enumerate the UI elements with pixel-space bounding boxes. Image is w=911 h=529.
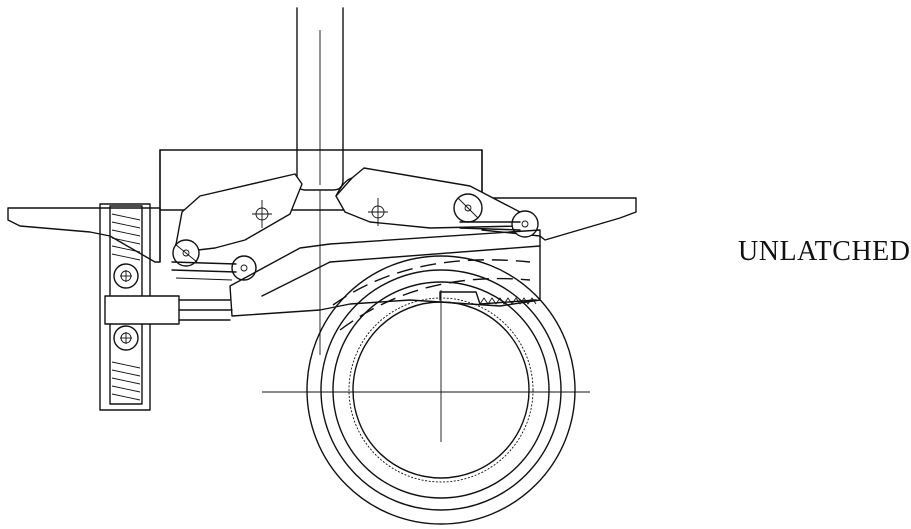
right-latch-lever xyxy=(335,167,521,229)
state-label: UNLATCHED xyxy=(738,236,911,267)
left-rollers xyxy=(171,239,257,281)
vertical-shaft xyxy=(296,7,344,191)
centre-lines xyxy=(262,190,590,442)
rack-segment xyxy=(439,291,537,305)
plunger xyxy=(104,295,233,325)
dashed-arcs xyxy=(332,259,531,331)
left-latch-lever xyxy=(174,173,303,251)
